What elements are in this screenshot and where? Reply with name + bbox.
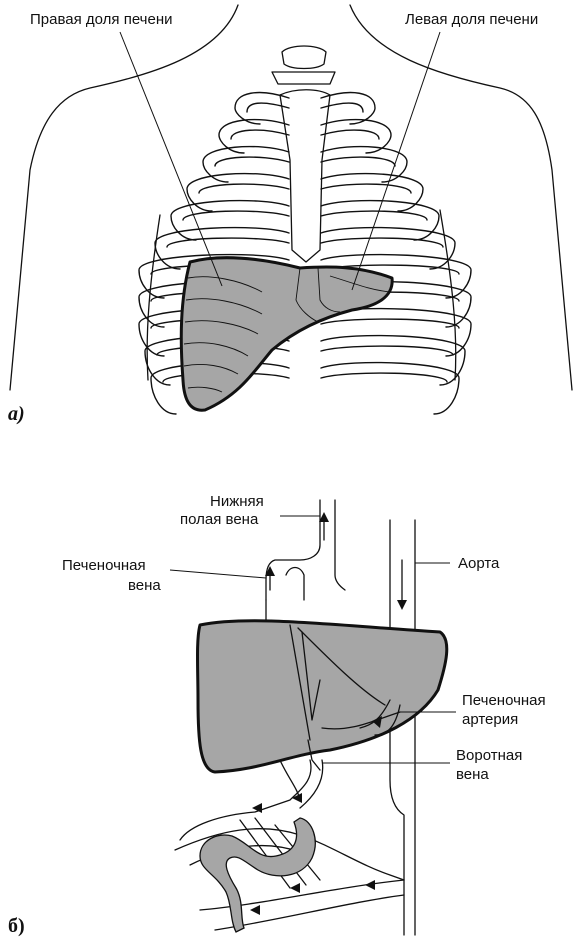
- rib-left-4: [187, 174, 289, 211]
- liver-front-view: [181, 258, 392, 410]
- vertebra-lower: [272, 72, 335, 84]
- vertebra: [282, 46, 326, 69]
- leader-right-lobe: [120, 32, 222, 286]
- label-aorta: Аорта: [458, 555, 500, 572]
- leader-left-lobe: [352, 32, 440, 290]
- rib-right-4: [321, 174, 423, 211]
- label-portal-vein-1: Воротная: [456, 747, 522, 764]
- inferior-vena-cava: [266, 500, 345, 600]
- rib-right-9: [321, 309, 471, 356]
- liver-schematic: [198, 621, 447, 772]
- label-hepatic-artery-1: Печеночная: [462, 692, 546, 709]
- panel-a-marker: а): [8, 403, 25, 425]
- label-hepatic-vein-2: вена: [128, 577, 161, 594]
- label-hepatic-artery-2: артерия: [462, 711, 518, 728]
- rib-right-3: [321, 147, 407, 182]
- leader-hepatic-vein: [170, 570, 266, 578]
- label-portal-vein-2: вена: [456, 766, 489, 783]
- label-left-lobe: Левая доля печени: [405, 11, 538, 28]
- sternum: [280, 90, 330, 262]
- rib-left-5: [171, 201, 289, 240]
- panel-b-marker: б): [8, 915, 25, 937]
- label-ivc-1: Нижняя: [210, 493, 264, 510]
- label-ivc-2: полая вена: [180, 511, 259, 528]
- rib-right-10: [321, 336, 465, 385]
- label-right-lobe: Правая доля печени: [30, 11, 173, 28]
- rib-right-6: [321, 228, 455, 269]
- label-hepatic-vein-1: Печеночная: [62, 557, 146, 574]
- rib-left-3: [203, 147, 289, 182]
- rib-right-11: [321, 363, 459, 414]
